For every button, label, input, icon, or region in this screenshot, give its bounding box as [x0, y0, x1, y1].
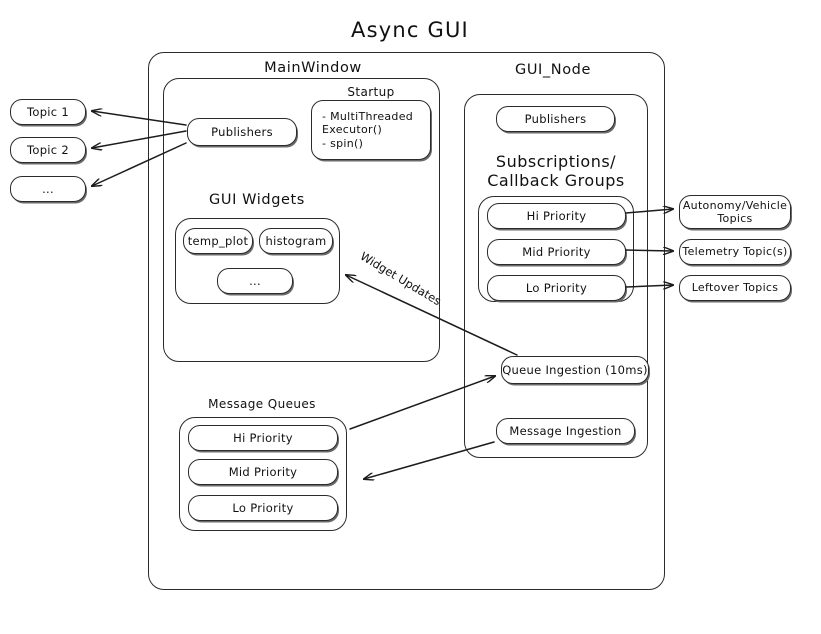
widget-box-ellipsis[interactable]: ... [217, 268, 293, 294]
gui-node-label: GUI_Node [514, 62, 592, 78]
startup-label: Startup [347, 85, 395, 99]
topic-box-leftover-topics[interactable]: Leftover Topics [679, 275, 791, 301]
queue-box-mid-priority[interactable]: Mid Priority [188, 459, 338, 485]
message-ingestion-box[interactable]: Message Ingestion [496, 418, 635, 444]
queue-box-lo-priority[interactable]: Lo Priority [188, 495, 338, 521]
message-queues-label: Message Queues [208, 397, 316, 411]
callback-group-hi-priority[interactable]: Hi Priority [487, 203, 626, 229]
queue-box-hi-priority[interactable]: Hi Priority [188, 425, 338, 451]
queue-ingestion-box[interactable]: Queue Ingestion (10ms) [501, 356, 649, 384]
outer-system-container [148, 52, 665, 590]
gui-node-publishers-box[interactable]: Publishers [496, 106, 615, 132]
startup-box[interactable]: - MultiThreaded Executor() - spin() [311, 100, 431, 160]
widget-box-histogram[interactable]: histogram [259, 228, 333, 254]
topic-box-autonomy-vehicle-topics[interactable]: Autonomy/Vehicle Topics [679, 195, 791, 229]
callback-group-mid-priority[interactable]: Mid Priority [487, 239, 626, 265]
widget-box-temp-plot[interactable]: temp_plot [183, 228, 253, 254]
message-queues-container [179, 417, 347, 531]
subscriptions-callback-groups-label: Subscriptions/ Callback Groups [487, 152, 625, 191]
startup-items: - MultiThreaded Executor() - spin() [322, 109, 414, 150]
subscriptions-container [478, 196, 634, 302]
gui-widgets-container [175, 218, 340, 304]
topic-box-topic-1[interactable]: Topic 1 [10, 99, 86, 125]
main-window-publishers-box[interactable]: Publishers [187, 118, 297, 146]
topic-box-ellipsis[interactable]: ... [10, 176, 86, 202]
main-window-label: MainWindow [264, 60, 362, 76]
callback-group-lo-priority[interactable]: Lo Priority [487, 275, 626, 301]
page-title: Async GUI [351, 18, 469, 42]
gui-widgets-label: GUI Widgets [209, 192, 305, 208]
topic-box-topic-2[interactable]: Topic 2 [10, 137, 86, 163]
topic-box-telemetry-topics[interactable]: Telemetry Topic(s) [679, 239, 791, 265]
main-window-container [163, 78, 440, 362]
